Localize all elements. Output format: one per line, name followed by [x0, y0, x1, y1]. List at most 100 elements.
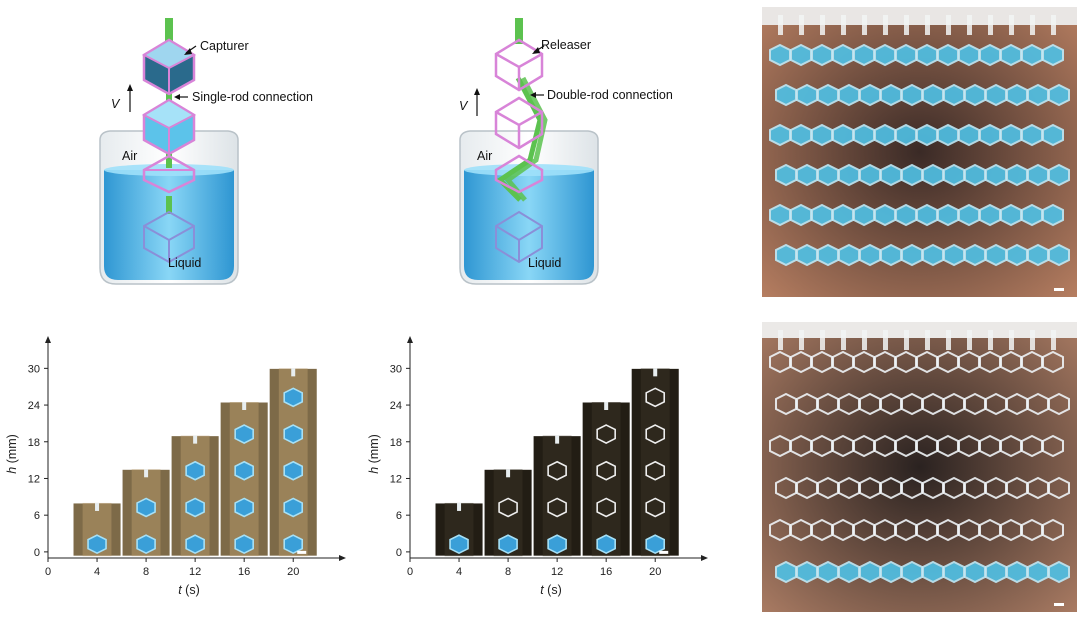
lattice-rod	[778, 330, 783, 350]
lattice-cell	[916, 203, 938, 227]
lattice-cell	[937, 123, 959, 147]
lattice-photo-filled-drawing	[762, 7, 1077, 297]
lattice-rod	[820, 330, 825, 350]
lattice-cell	[1006, 163, 1028, 187]
bar-cube	[283, 387, 304, 408]
lattice-cell	[937, 203, 959, 227]
lattice-cell	[964, 163, 986, 187]
lattice-cell	[817, 560, 839, 584]
x-tick-label: 8	[143, 566, 149, 578]
y-axis-label: h (mm)	[5, 434, 19, 474]
lattice-cell	[1048, 560, 1070, 584]
lattice-cell	[1021, 203, 1043, 227]
x-axis-label: t (s)	[178, 583, 200, 597]
lattice-cell	[832, 203, 854, 227]
lattice-cell	[964, 243, 986, 267]
lattice-cell	[1000, 123, 1022, 147]
lattice-cell	[979, 43, 1001, 67]
bar-cube	[136, 534, 156, 555]
bar-cube	[185, 497, 205, 518]
lattice-cell	[895, 43, 917, 67]
lattice-cell	[937, 43, 959, 67]
lattice-cell	[769, 203, 791, 227]
lattice-cell	[880, 243, 902, 267]
lattice-cell	[1048, 163, 1070, 187]
velocity-label-2: V	[459, 99, 468, 113]
x-axis-arrow	[701, 555, 708, 561]
x-tick-label: 4	[456, 566, 462, 578]
lattice-cell	[1048, 83, 1070, 107]
schematic-capturer-drawing	[99, 18, 239, 285]
lattice-cell	[874, 203, 896, 227]
lattice-cell	[901, 243, 923, 267]
y-tick-label: 24	[28, 400, 40, 412]
lattice-cell	[1027, 83, 1049, 107]
lattice-rod	[862, 15, 867, 35]
x-tick-label: 20	[287, 566, 299, 578]
lattice-cell	[817, 243, 839, 267]
lattice-rod	[1051, 330, 1056, 350]
lattice-cell	[1000, 43, 1022, 67]
x-tick-label: 12	[551, 566, 563, 578]
bar-cube	[645, 534, 666, 555]
bar-cube	[185, 460, 205, 481]
lattice-cell	[958, 123, 980, 147]
bar-cube	[234, 534, 254, 555]
bar-cube	[185, 534, 205, 555]
lattice-rod	[841, 330, 846, 350]
y-tick-label: 12	[28, 473, 40, 485]
bar-cube	[283, 460, 304, 481]
lattice-cell	[1021, 43, 1043, 67]
lattice-photo-released-drawing	[762, 322, 1077, 612]
bar-cube	[283, 534, 304, 555]
liquid-label-2: Liquid	[528, 256, 562, 270]
bar-cube	[498, 534, 518, 555]
lattice-cell	[979, 123, 1001, 147]
lattice-rod	[967, 330, 972, 350]
lattice-cell	[832, 43, 854, 67]
lattice-cell	[1048, 243, 1070, 267]
lattice-rod	[988, 330, 993, 350]
y-tick-label: 30	[390, 363, 402, 375]
bar-cube	[596, 534, 616, 555]
bar-cube	[498, 497, 518, 518]
lattice-cell	[790, 123, 812, 147]
bar-rod	[457, 502, 462, 511]
x-axis-arrow	[339, 555, 346, 561]
capturer-label: Capturer	[200, 39, 249, 53]
lattice-cell	[859, 560, 881, 584]
lattice-cell	[853, 123, 875, 147]
lattice-cell	[775, 560, 797, 584]
lattice-cell	[985, 163, 1007, 187]
lattice-rod	[1030, 330, 1035, 350]
lattice-cell	[775, 243, 797, 267]
lattice-cell	[1027, 560, 1049, 584]
x-tick-label: 4	[94, 566, 100, 578]
lattice-cell	[1042, 350, 1064, 374]
lattice-rod	[883, 15, 888, 35]
bar-cube	[596, 460, 616, 481]
lattice-cell	[1042, 434, 1064, 458]
scale-bar	[297, 550, 307, 554]
lattice-cell	[901, 163, 923, 187]
lattice-cell	[853, 203, 875, 227]
lattice-cell	[943, 243, 965, 267]
schematic-releaser: Releaser Double-rod connection V Air Liq…	[360, 0, 740, 300]
lattice-rod	[799, 15, 804, 35]
lattice-rod	[1030, 15, 1035, 35]
bar-cube	[136, 497, 156, 518]
lattice-cell	[895, 203, 917, 227]
lattice-rod	[820, 15, 825, 35]
x-tick-label: 0	[45, 566, 51, 578]
lattice-cell	[1048, 476, 1070, 500]
lattice-cell	[838, 163, 860, 187]
bar-cube	[283, 497, 304, 518]
lattice-cell	[811, 43, 833, 67]
y-tick-label: 0	[34, 547, 40, 559]
lattice-cell	[943, 560, 965, 584]
lattice-photo-filled	[762, 7, 1077, 297]
bar-rod	[653, 368, 658, 377]
